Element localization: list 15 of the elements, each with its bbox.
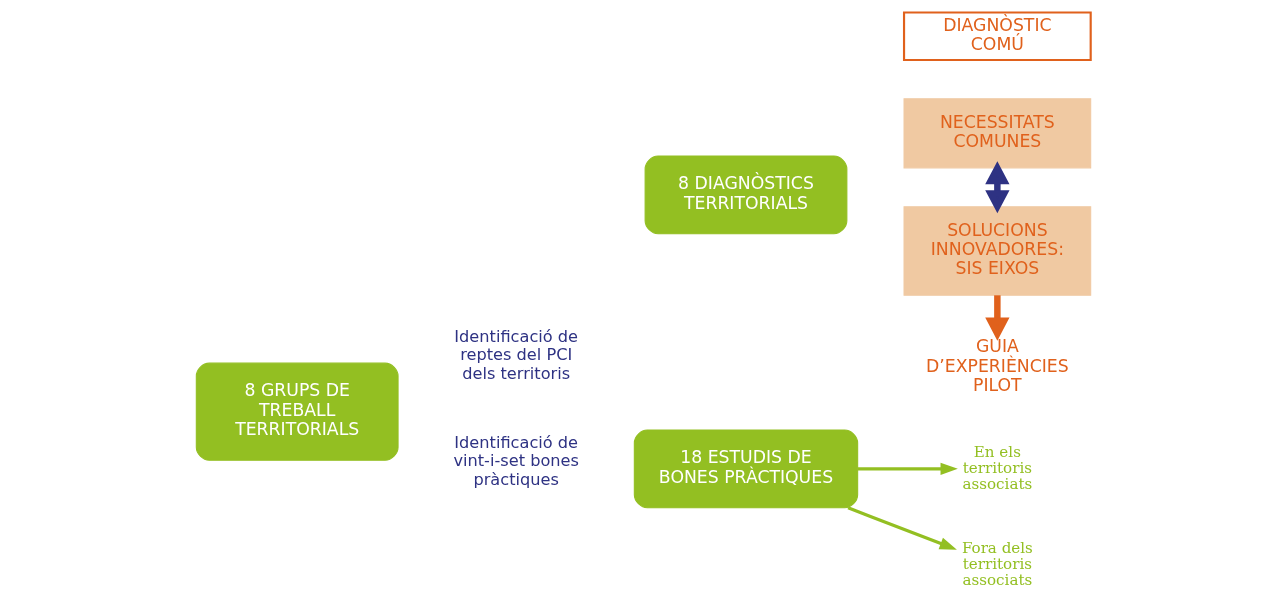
label: Identificació de vint-i-set bones pràctiques	[453, 432, 579, 489]
node-box: 8 DIAGNÒSTICS TERRITORIALS	[644, 155, 848, 235]
node-box: 18 ESTUDIS DE BONES PRÀCTIQUES	[633, 429, 859, 509]
node-box: NECESSITATS COMUNES	[903, 98, 1092, 169]
node-box: DIAGNÒSTIC COMÚ	[902, 11, 1092, 62]
node-text: GUIA D’EXPERIÈNCIES PILOT	[926, 336, 1069, 395]
arrow	[985, 161, 1010, 214]
label: Identificació de reptes del PCI dels territoris	[454, 327, 579, 383]
node-text: En els territoris associats	[962, 442, 1033, 494]
arrow	[985, 295, 1010, 341]
arrow	[847, 506, 957, 550]
arrow	[857, 462, 958, 475]
node-box: SOLUCIONS INNOVADORES: SIS EIXOS	[903, 206, 1092, 296]
node-box: 8 GRUPS DE TREBALL TERRITORIALS	[195, 362, 399, 461]
node-text: Fora dels territoris associats	[961, 538, 1033, 590]
